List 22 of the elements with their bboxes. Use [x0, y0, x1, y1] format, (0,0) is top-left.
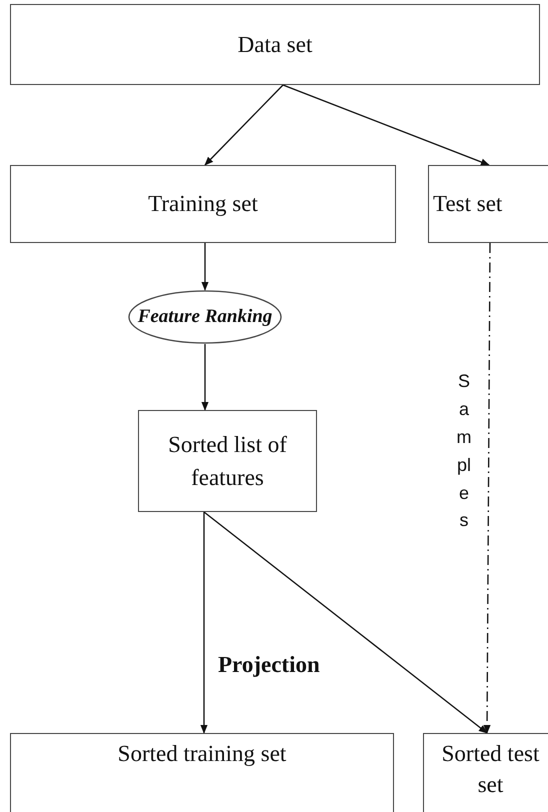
arrow	[282, 84, 490, 166]
step-label: Projection	[218, 652, 320, 678]
process-box	[138, 410, 317, 512]
dash-dot-arrow	[483, 243, 491, 734]
node-text: Training set	[147, 190, 259, 218]
node-text: Data set	[236, 30, 314, 59]
process-box	[10, 733, 394, 812]
node-text: Test set	[432, 190, 504, 218]
arrow	[204, 511, 488, 734]
process-box	[10, 165, 396, 243]
node-text: Feature Ranking	[136, 305, 274, 330]
arrow	[201, 243, 209, 291]
node-text: Sorted training set	[116, 740, 288, 768]
arrow	[204, 84, 284, 166]
node-text: Sorted test set	[440, 740, 540, 800]
process-ellipse	[128, 290, 282, 344]
process-box	[428, 165, 548, 243]
arrow	[201, 344, 209, 411]
node-text: Sorted list of features	[167, 430, 288, 492]
process-box	[10, 4, 540, 85]
arrow	[200, 512, 208, 734]
process-box	[423, 733, 548, 812]
